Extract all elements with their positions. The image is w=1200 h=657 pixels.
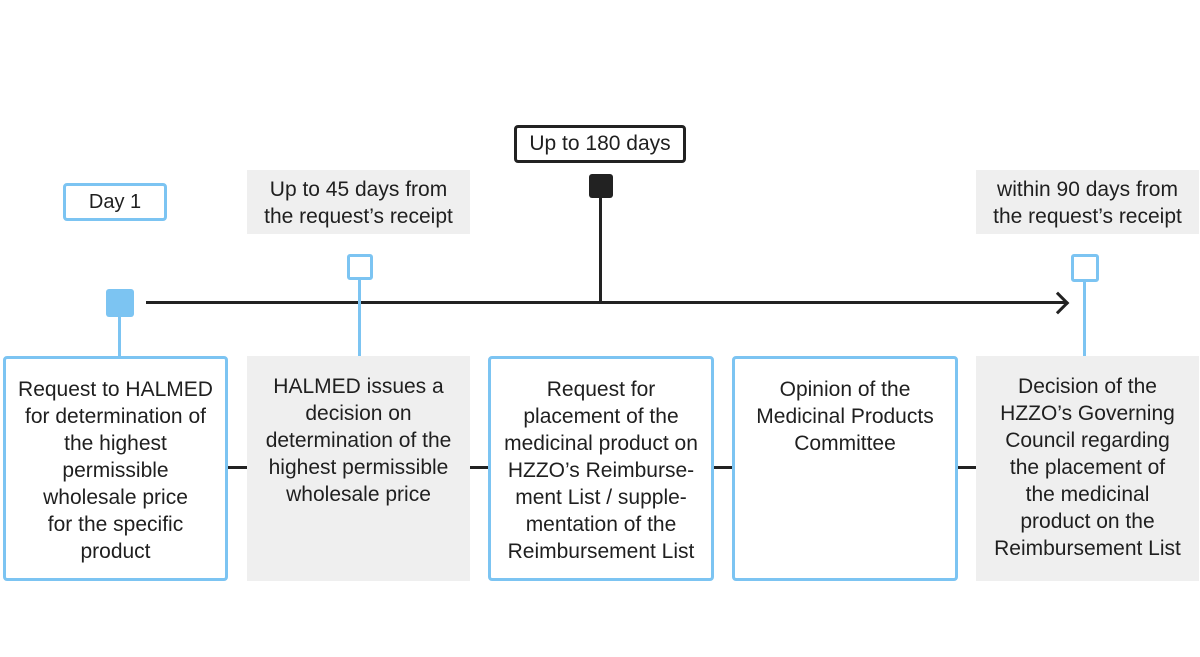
step-3-text: Request for placement of the medicinal p… <box>504 378 698 563</box>
step-2-text: HALMED issues a decision on determinatio… <box>265 375 452 506</box>
milestone-45-label: Up to 45 days from the request’s receipt <box>247 170 470 234</box>
step-box-2: HALMED issues a decision on determinatio… <box>247 356 470 581</box>
milestone-90-text: within 90 days from the request’s receip… <box>993 178 1182 228</box>
day1-marker-icon <box>106 289 134 317</box>
step-4-text: Opinion of the Medicinal Products Commit… <box>756 378 934 455</box>
step-1-text: Request to HALMED for determination of t… <box>18 378 213 563</box>
day1-connector <box>118 317 121 357</box>
milestone-90-connector <box>1083 282 1086 356</box>
step-5-text: Decision of the HZZO’s Governing Council… <box>994 375 1181 560</box>
day1-label: Day 1 <box>63 183 167 221</box>
step-box-3: Request for placement of the medicinal p… <box>488 356 714 581</box>
step-box-5: Decision of the HZZO’s Governing Council… <box>976 356 1199 581</box>
milestone-180-text: Up to 180 days <box>529 132 671 155</box>
milestone-45-text: Up to 45 days from the request’s receipt <box>264 178 453 228</box>
arrow-right-icon <box>1046 291 1070 315</box>
milestone-45-marker-icon <box>347 254 373 280</box>
milestone-90-label: within 90 days from the request’s receip… <box>976 170 1199 234</box>
step-box-1: Request to HALMED for determination of t… <box>3 356 228 581</box>
day1-label-text: Day 1 <box>88 190 142 213</box>
milestone-180-marker-icon <box>589 174 613 198</box>
milestone-180-connector <box>599 198 602 304</box>
milestone-90-marker-icon <box>1071 254 1099 282</box>
milestone-180-label: Up to 180 days <box>514 125 686 163</box>
timeline-axis <box>146 301 1066 304</box>
step-box-4: Opinion of the Medicinal Products Commit… <box>732 356 958 581</box>
milestone-45-connector <box>358 280 361 356</box>
